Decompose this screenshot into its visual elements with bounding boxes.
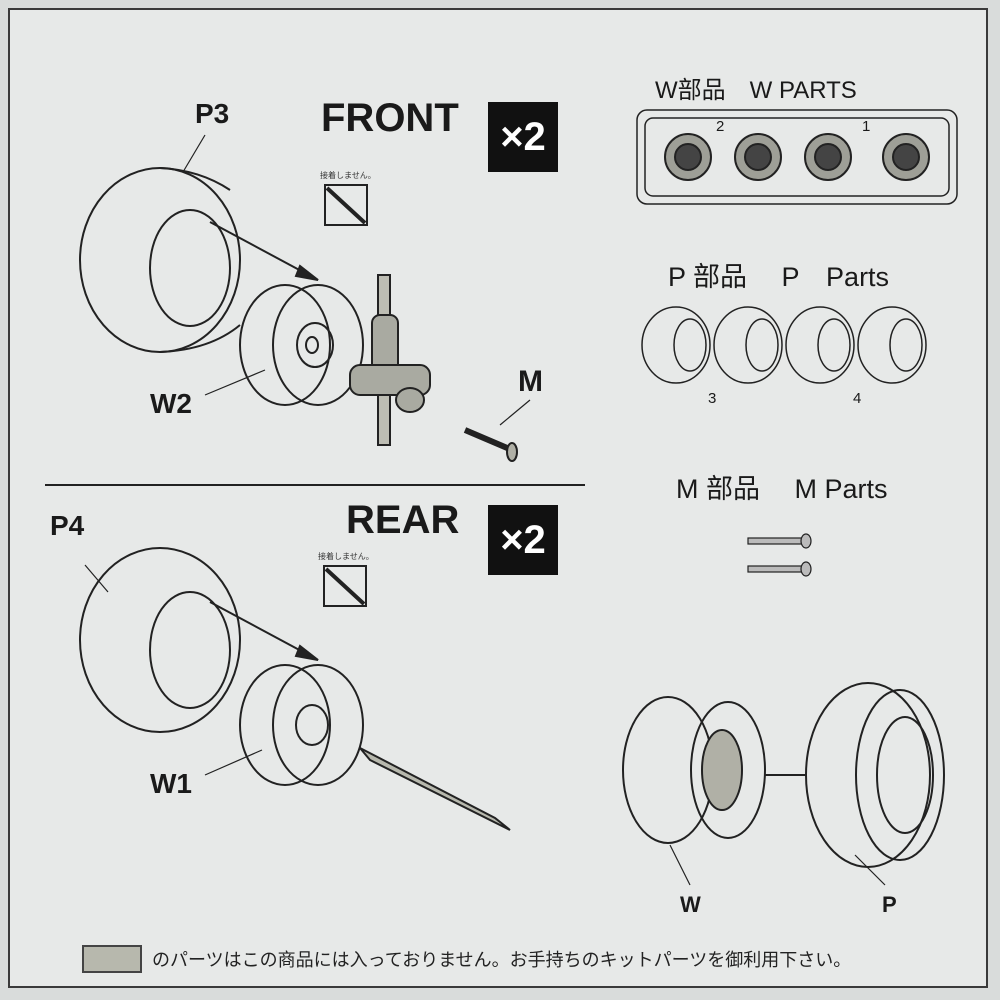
assembly-label-w: W — [680, 892, 701, 917]
label-w2: W2 — [150, 388, 192, 419]
rear-tire-p4 — [79, 547, 241, 733]
m-parts-screws — [747, 533, 812, 577]
p3-leader — [182, 134, 206, 173]
w-parts-wheels — [664, 133, 930, 181]
m-leader — [499, 399, 531, 426]
label-m: M — [518, 365, 543, 398]
label-p3: P3 — [195, 98, 230, 129]
not-included-swatch — [82, 945, 142, 973]
p-parts-title: P 部品 P Parts — [668, 262, 890, 292]
front-multiplier-badge: ×2 — [488, 102, 558, 172]
w-parts-title: W部品 W PARTS — [655, 77, 857, 104]
w2-leader — [204, 369, 266, 396]
front-title: FRONT — [321, 96, 459, 140]
front-no-glue-text: 接着しません。 — [320, 171, 376, 180]
front-tire-p3 — [79, 167, 241, 353]
rear-multiplier-badge: ×2 — [488, 505, 558, 575]
footer-note-text: のパーツはこの商品には入っておりません。お手持ちのキットパーツを御利用下さい。 — [152, 950, 852, 970]
rear-wheel-w1 — [239, 664, 364, 786]
rear-axle-not-included — [359, 747, 511, 831]
label-p4: P4 — [50, 510, 85, 541]
assembled-tire — [805, 682, 945, 868]
p-part-number-3: 3 — [708, 390, 717, 407]
w-part-number-2: 2 — [716, 118, 725, 135]
w-part-number-1: 1 — [862, 118, 871, 135]
assembled-wheel — [622, 696, 766, 844]
front-wheel-w2 — [239, 284, 364, 406]
assembly-label-p: P — [882, 892, 897, 917]
p-part-number-4: 4 — [853, 390, 862, 407]
m-parts-title: M 部品 M Parts — [676, 474, 888, 504]
front-screw-m — [463, 427, 518, 462]
rear-no-glue-text: 接着しません。 — [318, 552, 374, 561]
no-glue-icon — [323, 184, 368, 607]
front-axle-part — [349, 274, 431, 446]
w-parts-sprue — [636, 109, 958, 205]
p-parts-tires — [641, 306, 927, 384]
footer-note: のパーツはこの商品には入っておりません。お手持ちのキットパーツを御利用下さい。 — [82, 945, 851, 973]
label-w1: W1 — [150, 768, 192, 799]
rear-title: REAR — [346, 498, 460, 542]
